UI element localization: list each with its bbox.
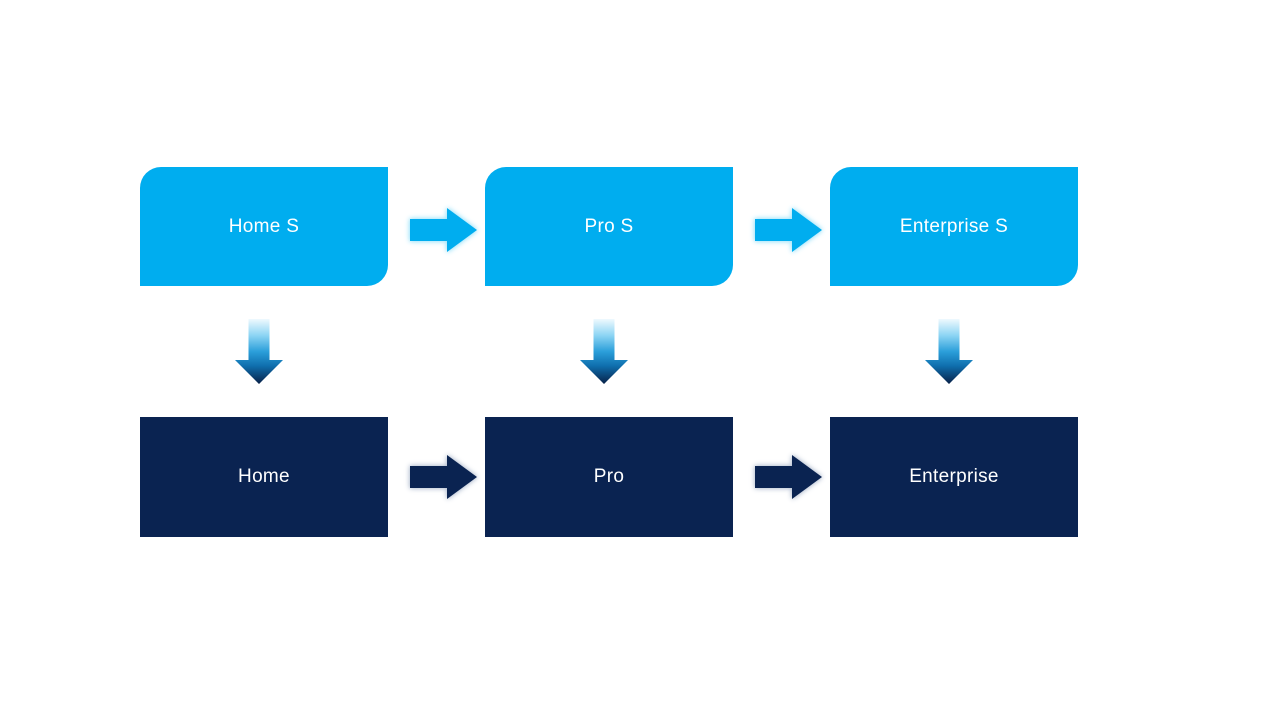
- node-label: Pro: [593, 466, 625, 487]
- right-arrow-icon: [755, 208, 822, 252]
- right-arrow-icon: [755, 455, 822, 499]
- down-arrow-icon: [235, 319, 283, 384]
- node-pro: Pro: [485, 417, 733, 537]
- right-arrow-icon: [410, 455, 477, 499]
- node-label: Enterprise S: [899, 215, 1009, 237]
- down-arrow-icon: [925, 319, 973, 384]
- node-label: Home S: [228, 215, 300, 237]
- right-arrow-icon: [410, 208, 477, 252]
- node-label: Home: [238, 466, 290, 487]
- node-home: Home: [140, 417, 388, 537]
- node-pro-s: Pro S: [485, 167, 733, 286]
- node-label: Enterprise: [909, 466, 999, 487]
- node-home-s: Home S: [140, 167, 388, 286]
- node-label: Pro S: [584, 215, 634, 237]
- down-arrow-icon: [580, 319, 628, 384]
- node-enterprise-s: Enterprise S: [830, 167, 1078, 286]
- node-enterprise: Enterprise: [830, 417, 1078, 537]
